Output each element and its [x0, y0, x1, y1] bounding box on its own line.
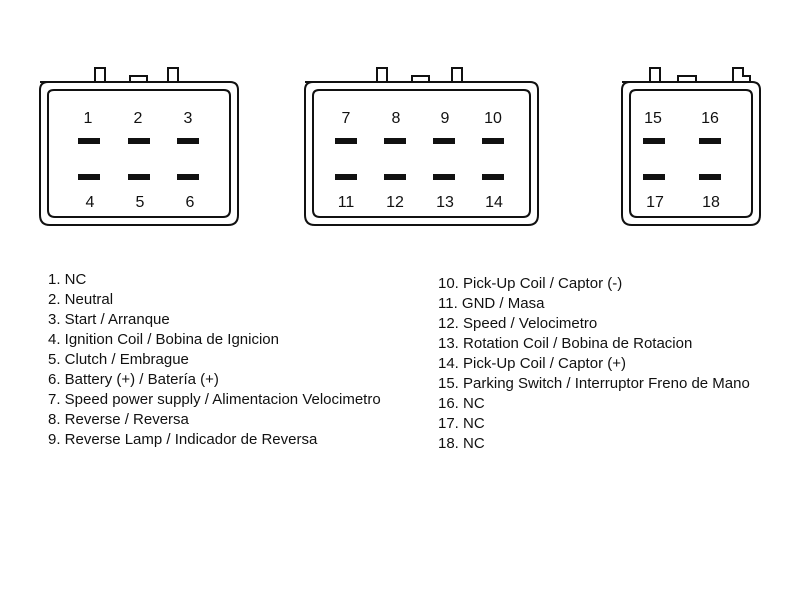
connector-middle-terminals: [335, 138, 504, 180]
connector-left: [39, 67, 239, 226]
legend-item: 16. NC: [438, 395, 485, 412]
pin-legend-left: 1. NC 2. Neutral 3. Start / Arranque 4. …: [48, 270, 381, 450]
connector-left-labels: 1 2 3 4 5 6: [84, 110, 195, 211]
terminal-10: [482, 138, 504, 144]
pin-label: 6: [186, 194, 195, 211]
terminal-15: [643, 138, 665, 144]
terminal-5: [128, 174, 150, 180]
terminal-1: [78, 138, 100, 144]
connector-right-labels: 15 16 17 18: [644, 110, 720, 211]
legend-item: 17. NC: [438, 415, 485, 432]
legend-item: 12. Speed / Velocimetro: [438, 315, 598, 332]
connector-diagram: 1 2 3 4 5 6 7 8 9 10 11 12 13 14: [39, 67, 761, 226]
terminal-16: [699, 138, 721, 144]
connector-right-outer-shell: [621, 67, 761, 226]
legend-item: 15. Parking Switch / Interruptor Freno d…: [438, 375, 750, 392]
terminal-18: [699, 174, 721, 180]
connector-left-terminals: [78, 138, 199, 180]
legend-item: 5. Clutch / Embrague: [48, 351, 189, 368]
terminal-12: [384, 174, 406, 180]
connector-left-outer-shell: [39, 67, 239, 226]
terminal-9: [433, 138, 455, 144]
connector-right-terminals: [643, 138, 721, 180]
legend-item: 4. Ignition Coil / Bobina de Ignicion: [48, 331, 279, 348]
terminal-2: [128, 138, 150, 144]
terminal-4: [78, 174, 100, 180]
pin-label: 18: [702, 194, 720, 211]
connector-middle-inner-shell: [312, 89, 531, 218]
legend-item: 11. GND / Masa: [438, 295, 545, 312]
connector-middle: [304, 67, 539, 226]
legend-item: 6. Battery (+) / Batería (+): [48, 371, 219, 388]
legend-item: 2. Neutral: [48, 291, 114, 308]
connector-middle-labels: 7 8 9 10 11 12 13 14: [338, 110, 503, 211]
legend-item: 1. NC: [48, 271, 87, 288]
pin-label: 13: [436, 194, 454, 211]
pin-label: 9: [441, 110, 450, 127]
pin-label: 16: [701, 110, 719, 127]
pin-label: 2: [134, 110, 143, 127]
pin-label: 15: [644, 110, 662, 127]
pin-label: 7: [342, 110, 351, 127]
legend-item: 9. Reverse Lamp / Indicador de Reversa: [48, 431, 318, 448]
pin-label: 10: [484, 110, 502, 127]
terminal-7: [335, 138, 357, 144]
terminal-17: [643, 174, 665, 180]
terminal-8: [384, 138, 406, 144]
connector-left-inner-shell: [47, 89, 231, 218]
legend-item: 8. Reverse / Reversa: [48, 411, 189, 428]
legend-item: 7. Speed power supply / Alimentacion Vel…: [48, 391, 381, 408]
connector-right: [621, 67, 761, 226]
terminal-6: [177, 174, 199, 180]
legend-item: 3. Start / Arranque: [48, 311, 170, 328]
legend-item: 13. Rotation Coil / Bobina de Rotacion: [438, 335, 693, 352]
pin-label: 12: [386, 194, 404, 211]
legend-item: 14. Pick-Up Coil / Captor (+): [438, 355, 626, 372]
pin-legend-right: 10. Pick-Up Coil / Captor (-) 11. GND / …: [438, 274, 750, 454]
terminal-3: [177, 138, 199, 144]
pin-label: 3: [184, 110, 193, 127]
terminal-14: [482, 174, 504, 180]
pin-label: 17: [646, 194, 664, 211]
terminal-11: [335, 174, 357, 180]
pin-label: 4: [86, 194, 95, 211]
pin-label: 14: [485, 194, 503, 211]
terminal-13: [433, 174, 455, 180]
connector-middle-outer-shell: [304, 67, 539, 226]
pin-label: 8: [392, 110, 401, 127]
legend-item: 18. NC: [438, 435, 485, 452]
pin-label: 1: [84, 110, 93, 127]
pin-label: 5: [136, 194, 145, 211]
pin-label: 11: [338, 194, 355, 211]
connector-right-inner-shell: [629, 89, 753, 218]
legend-item: 10. Pick-Up Coil / Captor (-): [438, 275, 623, 292]
